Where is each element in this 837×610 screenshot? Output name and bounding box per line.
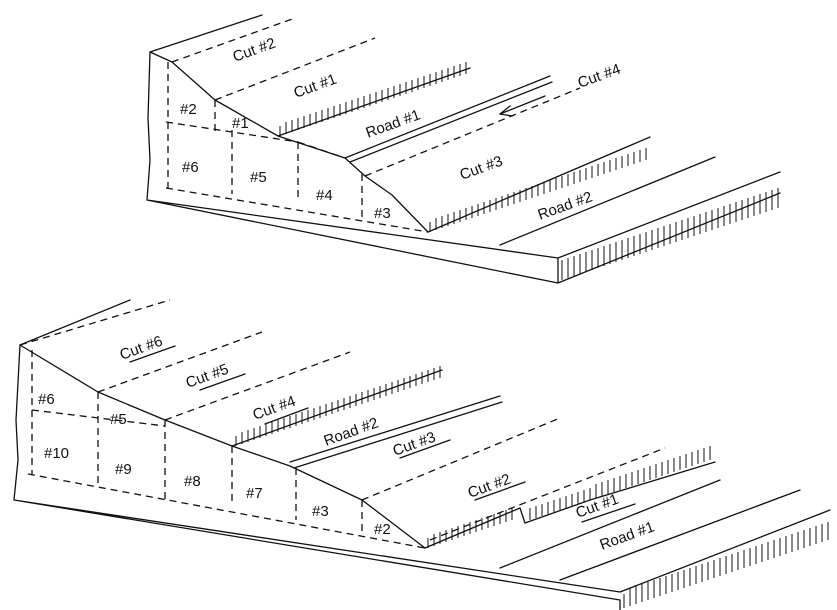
top-block-label: #6 [182, 159, 199, 176]
bottom-block-label: #9 [115, 461, 132, 478]
bottom-road-label: Road #2 [322, 414, 381, 449]
bottom-block-label: #8 [184, 473, 201, 490]
bottom-block-label: #10 [44, 445, 69, 462]
top-block-label: #5 [250, 169, 267, 186]
top-block-label: #4 [316, 187, 333, 204]
top-cut-label: Cut #1 [292, 71, 339, 102]
bottom-block-label: #7 [246, 485, 263, 502]
top-hatch-3 [562, 188, 778, 280]
top-cut-label: Cut #3 [458, 153, 505, 184]
top-cut-label: Cut #2 [231, 35, 278, 66]
bottom-figure: #6 #5 #10 #9 #8 #7 #3 #2 Cut #6 Cut #5 C… [14, 300, 830, 610]
top-figure: #2 #1 #6 #5 #4 #3 Cut #2 Cut #1 Cut #4 C… [147, 15, 780, 283]
bottom-block-label: #3 [312, 503, 329, 520]
bottom-block-label: #2 [374, 521, 391, 538]
top-block-label: #1 [232, 115, 249, 132]
top-cut-label: Cut #4 [576, 61, 623, 92]
bottom-block-label: #5 [110, 411, 127, 428]
bottom-road-edges [232, 370, 800, 580]
bottom-road-label: Road #1 [598, 518, 657, 553]
bottom-cut-label: Cut #3 [391, 429, 438, 460]
bottom-block-grid [28, 350, 425, 548]
top-block-label: #2 [180, 101, 197, 118]
bottom-block-label: #6 [38, 391, 55, 408]
top-block-label: #3 [374, 205, 391, 222]
bottom-cut-label: Cut #6 [118, 333, 165, 364]
bottom-cut-label: Cut #4 [251, 393, 298, 424]
bottom-cut-label: Cut #2 [466, 471, 513, 502]
top-hatch-2 [430, 148, 646, 232]
top-road2-edges [428, 137, 715, 245]
